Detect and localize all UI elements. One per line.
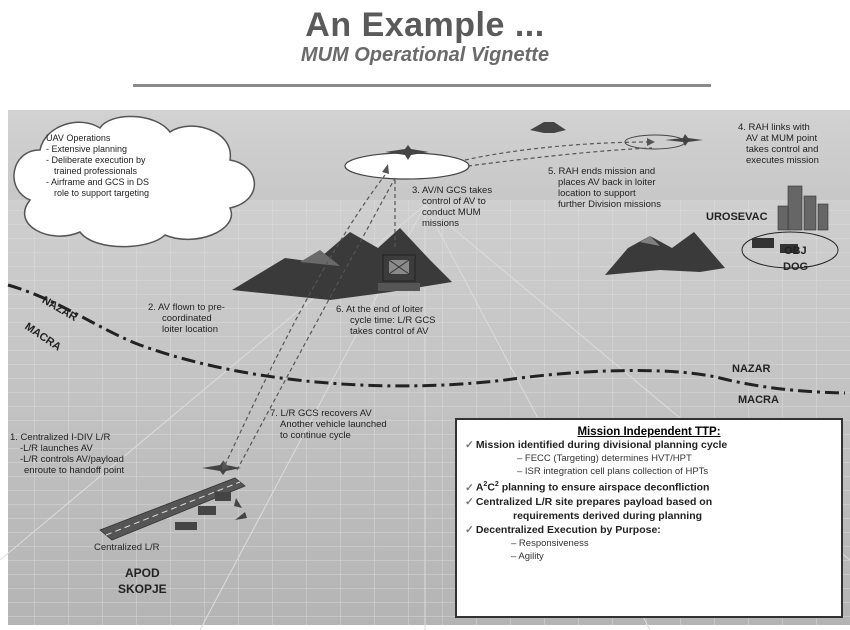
slide-subtitle: MUM Operational Vignette <box>300 44 550 66</box>
launch-vehicles-icon <box>175 492 247 530</box>
phase-line <box>7 283 846 395</box>
step-line: loiter location <box>162 324 218 335</box>
mission-ttp-box: Mission Independent TTP: ✓Mission identi… <box>455 418 843 618</box>
step-line: -L/R controls AV/payload <box>20 454 124 465</box>
uav-operations-note: UAV Operations - Extensive planning - De… <box>46 133 206 199</box>
cloud-line: trained professionals <box>54 166 138 176</box>
step-1-label: 1. Centralized I-DIV L/R -L/R launches A… <box>10 432 124 476</box>
step-line: Another vehicle launched <box>280 419 387 430</box>
slide-title: An Example ... <box>305 6 545 44</box>
step-line: -L/R launches AV <box>20 443 93 454</box>
step-line: 4. RAH links with <box>738 122 810 133</box>
step-3-label: 3. AV/N GCS takes control of AV to condu… <box>412 185 492 229</box>
step-line: to continue cycle <box>280 430 351 441</box>
step-line: AV at MUM point <box>746 133 818 144</box>
cloud-line: role to support targeting <box>54 188 150 198</box>
step-line: 6. At the end of loiter <box>336 304 424 315</box>
step-line: location to support <box>558 188 636 199</box>
check-icon: ✓ <box>465 523 474 536</box>
city-icon <box>777 185 829 231</box>
ttp-text: planning to ensure airspace deconflictio… <box>498 481 710 494</box>
step-line: 5. RAH ends mission and <box>548 166 656 177</box>
step-line: further Division missions <box>558 199 661 210</box>
ttp-subitem: – ISR integration cell plans collection … <box>517 466 709 477</box>
ttp-subitem: – FECC (Targeting) determines HVT/HPT <box>517 453 692 464</box>
check-icon: ✓ <box>465 439 474 451</box>
cloud-line: - Airframe and GCS in DS <box>46 177 150 187</box>
urosevac-label: UROSEVAC <box>706 211 768 223</box>
ttp-text: Decentralized Execution by Purpose: <box>475 523 661 536</box>
ttp-text: Mission identified during divisional pla… <box>475 439 728 451</box>
step-6-label: 6. At the end of loiter cycle time: L/R … <box>336 304 436 337</box>
ttp-superscript: 2 <box>483 481 488 488</box>
step-line: enroute to handoff point <box>24 465 125 476</box>
step-line: takes control of AV <box>350 326 429 337</box>
centralized-lr-label: Centralized L/R <box>94 542 160 553</box>
step-line: places AV back in loiter <box>558 177 656 188</box>
ttp-item: ✓Centralized L/R site prepares payload b… <box>457 495 841 509</box>
step-line: 7. L/R GCS recovers AV <box>270 408 372 419</box>
aircraft-icon <box>385 145 429 160</box>
skopje-label: SKOPJE <box>118 582 167 596</box>
obj-label: OBJ <box>784 245 807 257</box>
step-2-label: 2. AV flown to pre- coordinated loiter l… <box>148 302 225 335</box>
title-divider <box>133 84 711 87</box>
cloud-line: UAV Operations <box>46 133 111 143</box>
cloud-line: - Deliberate execution by <box>46 155 146 165</box>
step-line: executes mission <box>746 155 819 166</box>
cloud-shape <box>13 115 256 248</box>
nazar-right-label: NAZAR <box>732 363 771 375</box>
step-line: conduct MUM <box>422 207 481 218</box>
step-line: 2. AV flown to pre- <box>148 302 225 313</box>
ttp-heading: Mission Independent TTP: <box>577 426 721 438</box>
step-line: missions <box>422 218 459 229</box>
ttp-item: ✓Mission identified during divisional pl… <box>457 438 841 452</box>
cloud-line: - Extensive planning <box>46 144 128 154</box>
dog-label: DOG <box>783 261 809 273</box>
ttp-item: ✓Decentralized Execution by Purpose: <box>457 523 841 537</box>
ttp-text: C <box>487 481 495 494</box>
ttp-item-continued: requirements derived during planning <box>513 509 703 522</box>
step-line: coordinated <box>162 313 212 324</box>
ttp-subitem: – Agility <box>511 550 544 562</box>
center-mountain <box>232 228 452 300</box>
step-line: 3. AV/N GCS takes <box>412 185 493 196</box>
ttp-item: ✓A2C2 planning to ensure airspace deconf… <box>457 478 841 495</box>
right-mountain <box>605 232 725 275</box>
ttp-text: A <box>475 481 484 494</box>
step-line: takes control and <box>746 144 819 155</box>
ttp-superscript: 2 <box>494 481 499 488</box>
step-line: control of AV to <box>422 196 486 207</box>
step-4-label: 4. RAH links with AV at MUM point takes … <box>738 122 819 166</box>
ttp-text: Centralized L/R site prepares payload ba… <box>475 495 713 508</box>
apod-label: APOD <box>125 566 160 580</box>
step-line: cycle time: L/R GCS <box>350 315 436 326</box>
macra-right-label: MACRA <box>738 394 779 406</box>
step-7-label: 7. L/R GCS recovers AV Another vehicle l… <box>270 408 387 441</box>
step-5-label: 5. RAH ends mission and places AV back i… <box>548 166 661 210</box>
check-icon: ✓ <box>465 495 474 508</box>
step-line: 1. Centralized I-DIV L/R <box>10 432 111 443</box>
ttp-subitem: – Responsiveness <box>511 537 589 549</box>
check-icon: ✓ <box>465 481 474 494</box>
